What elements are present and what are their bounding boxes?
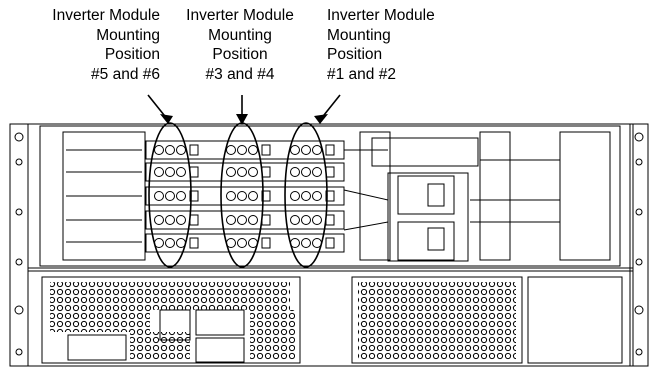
module-terminal <box>237 145 247 155</box>
module-terminal <box>248 191 258 201</box>
module-terminal <box>248 167 258 177</box>
callout-line: Inverter Module <box>52 7 160 24</box>
module-terminal <box>237 167 247 177</box>
module-terminal <box>154 191 164 201</box>
module-terminal <box>237 191 247 201</box>
module-terminal <box>237 238 247 248</box>
module-terminal <box>290 191 300 201</box>
module-latch <box>189 144 199 156</box>
callout-line: #1 and #2 <box>327 65 396 83</box>
right-mounting-ear <box>629 123 649 367</box>
callout-line: #3 and #4 <box>205 65 275 83</box>
module-terminal <box>290 167 300 177</box>
module-terminal <box>312 215 322 225</box>
module-latch <box>261 214 271 226</box>
module-terminal <box>226 167 236 177</box>
module-terminal <box>290 215 300 225</box>
module-terminal <box>290 145 300 155</box>
module-terminal <box>301 191 311 201</box>
module-latch <box>189 214 199 226</box>
module-row <box>145 233 345 253</box>
module-terminal <box>301 238 311 248</box>
callout-line: Mounting <box>327 26 391 44</box>
callout-line: Position <box>104 46 160 63</box>
right-vent-panel <box>351 276 523 364</box>
module-terminal <box>165 145 175 155</box>
callout-position-1-2: Inverter Module Mounting Position #1 and… <box>327 6 467 84</box>
module-row <box>145 186 345 206</box>
module-terminal <box>301 215 311 225</box>
module-latch <box>325 190 335 202</box>
module-terminal <box>176 167 186 177</box>
callout-line: Inverter Module <box>327 7 435 24</box>
module-terminal <box>176 145 186 155</box>
busbar-assembly <box>387 172 469 262</box>
module-terminal <box>226 145 236 155</box>
callout-position-3-4: Inverter Module Mounting Position #3 and… <box>175 6 305 84</box>
callout-line: #5 and #6 <box>91 65 160 83</box>
module-latch <box>325 237 335 249</box>
module-terminal <box>248 145 258 155</box>
module-terminal <box>154 215 164 225</box>
module-latch <box>261 166 271 178</box>
highlight-oval-5-6 <box>148 122 192 268</box>
left-mounting-ear <box>9 123 29 367</box>
module-row <box>145 210 345 230</box>
callout-position-5-6: Inverter Module Mounting Position #5 and… <box>30 6 160 84</box>
module-terminal <box>301 167 311 177</box>
module-terminal <box>165 191 175 201</box>
left-vent-panel <box>41 276 301 364</box>
module-latch <box>325 144 335 156</box>
module-terminal <box>176 191 186 201</box>
module-latch <box>325 214 335 226</box>
module-terminal <box>176 215 186 225</box>
module-terminal <box>226 191 236 201</box>
module-terminal <box>248 215 258 225</box>
module-latch <box>325 166 335 178</box>
module-terminal <box>312 191 322 201</box>
upper-section <box>39 125 621 267</box>
highlight-oval-1-2 <box>284 122 328 268</box>
module-row <box>145 162 345 182</box>
module-terminal <box>165 167 175 177</box>
module-terminal <box>226 215 236 225</box>
module-latch <box>261 144 271 156</box>
module-terminal <box>165 238 175 248</box>
highlight-oval-3-4 <box>220 122 264 268</box>
module-terminal <box>312 167 322 177</box>
right-blank-panel <box>527 276 623 364</box>
module-latch <box>261 237 271 249</box>
callout-line: Position <box>212 46 268 63</box>
module-terminal <box>312 145 322 155</box>
module-latch <box>189 190 199 202</box>
module-terminal <box>154 145 164 155</box>
callout-line: Mounting <box>208 26 272 44</box>
callout-line: Inverter Module <box>186 7 294 24</box>
module-latch <box>261 190 271 202</box>
module-latch <box>189 166 199 178</box>
module-terminal <box>165 215 175 225</box>
module-terminal <box>237 215 247 225</box>
module-terminal <box>154 167 164 177</box>
callout-line: Position <box>327 46 383 63</box>
module-latch <box>189 237 199 249</box>
callout-line: Mounting <box>96 26 160 44</box>
module-row <box>145 140 345 160</box>
module-terminal <box>301 145 311 155</box>
